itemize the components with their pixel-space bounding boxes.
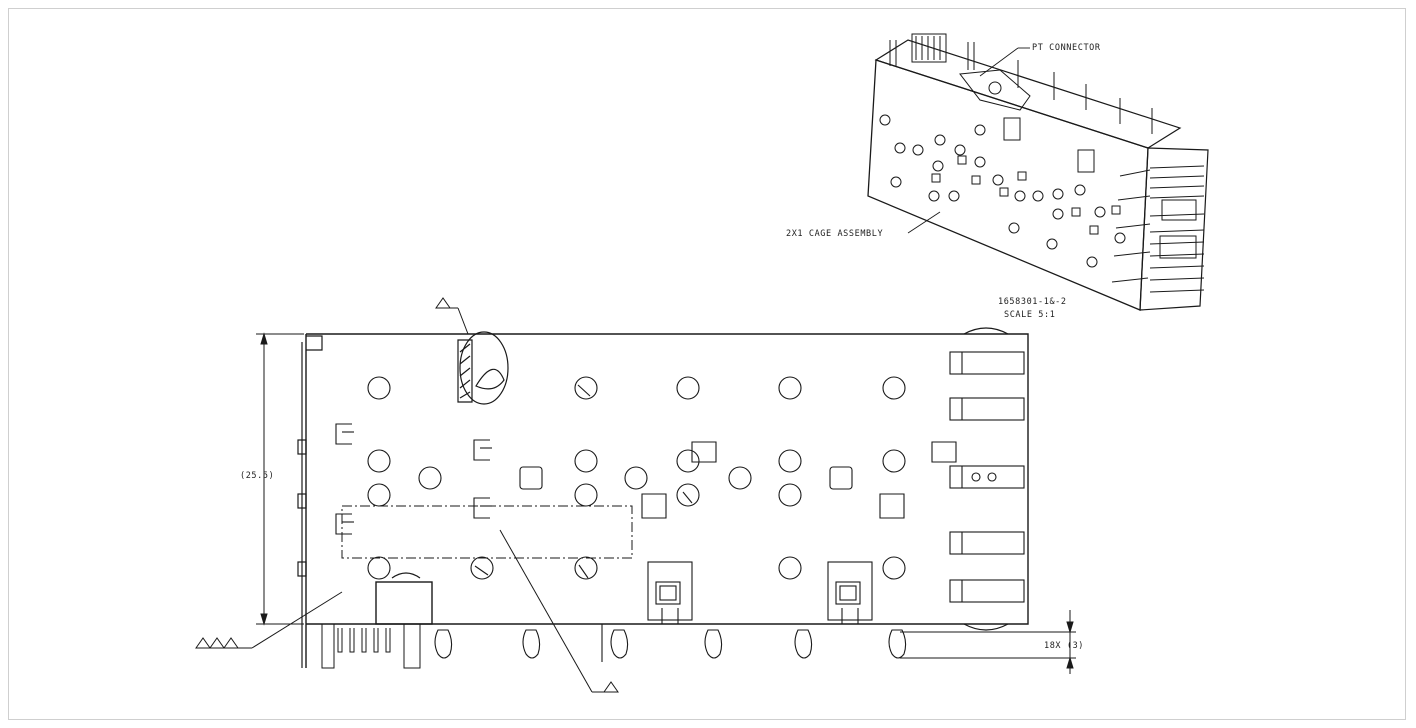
scale-label: SCALE 5:1 [1004, 310, 1055, 320]
pt-connector-label: PT CONNECTOR [1032, 43, 1101, 53]
height-dimension-label: (25.5) [240, 471, 274, 481]
drawing-frame [8, 8, 1406, 720]
pitch-dimension-label: 18X (3) [1044, 641, 1084, 651]
side-view [195, 297, 1076, 693]
isometric-cage-view [867, 33, 1209, 311]
cage-assembly-label: 2X1 CAGE ASSEMBLY [786, 229, 883, 239]
part-number-label: 1658301-1&-2 [998, 297, 1067, 307]
